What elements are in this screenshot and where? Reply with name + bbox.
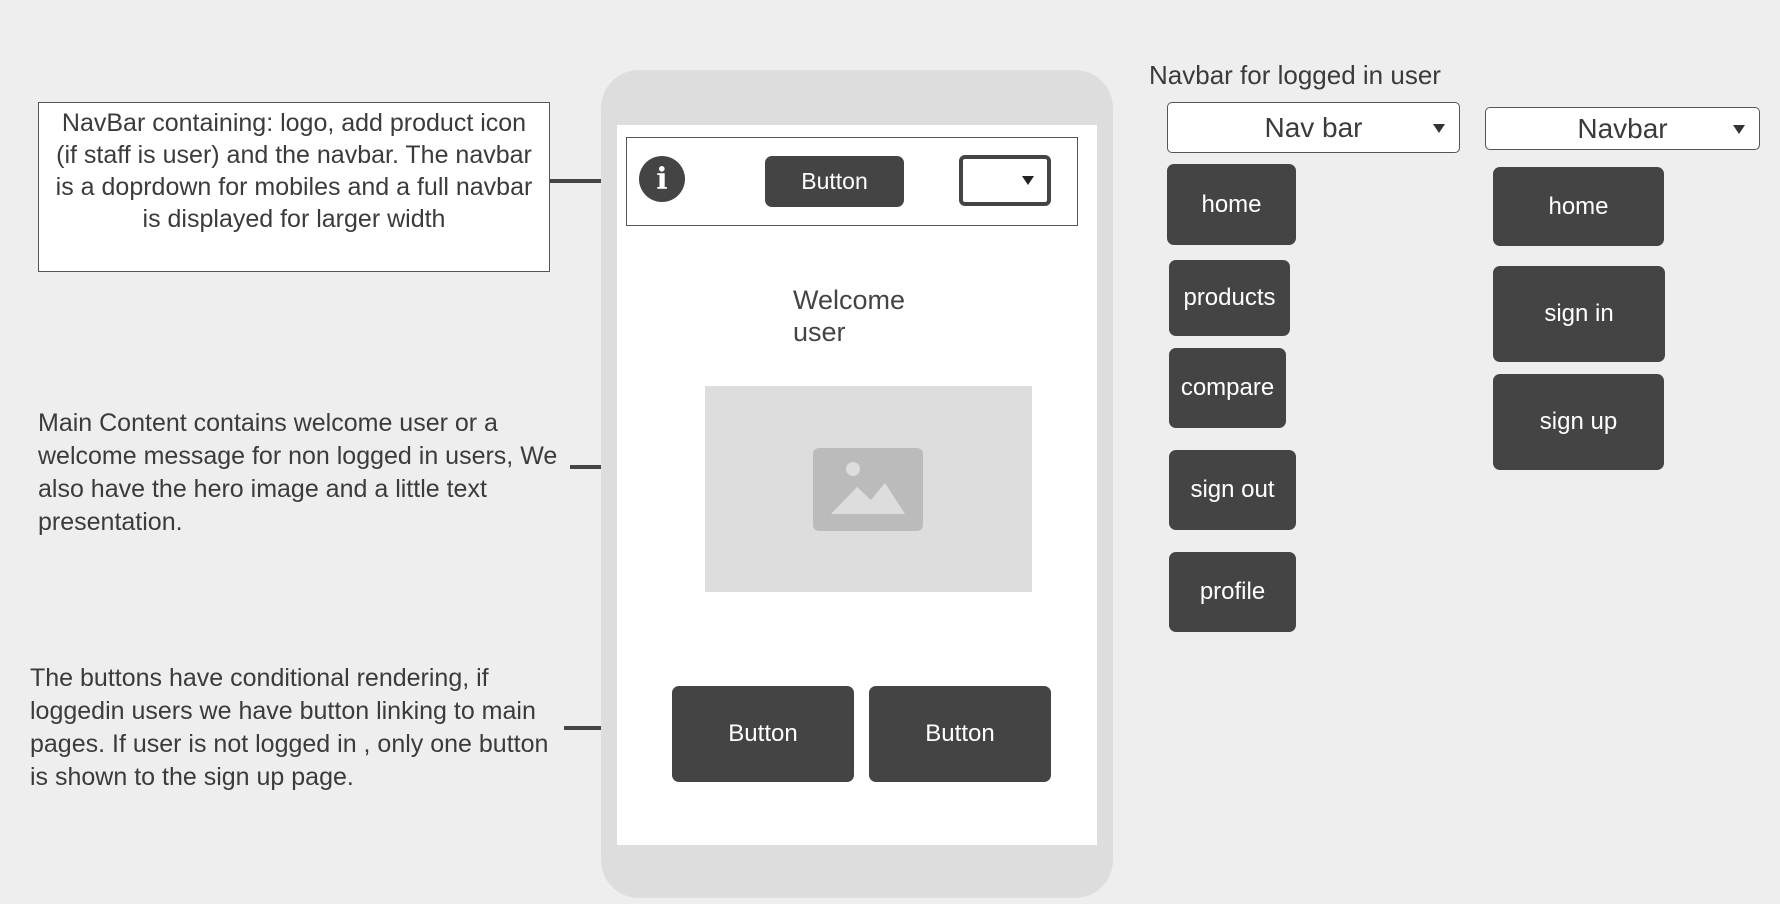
- chevron-down-icon: [1433, 123, 1445, 133]
- welcome-line-2: user: [793, 317, 846, 347]
- navbar-connector: [550, 179, 618, 183]
- welcome-line-1: Welcome: [793, 285, 906, 315]
- chevron-down-icon: [1022, 176, 1034, 185]
- welcome-text: Welcome user: [793, 284, 905, 348]
- navbar-button-label: Button: [801, 168, 868, 194]
- nav-item-label: sign up: [1539, 408, 1618, 435]
- panel-title: Navbar for logged in user: [1149, 60, 1441, 90]
- nav-item-label: home: [1548, 192, 1609, 220]
- nav-item-sign-out[interactable]: sign out: [1169, 450, 1296, 530]
- chevron-down-icon: [1733, 124, 1745, 134]
- buttons-connector: [564, 726, 633, 730]
- nav-item-sign-in[interactable]: sign in: [1493, 266, 1665, 362]
- hero-image: [705, 386, 1032, 592]
- navbar-annotation-text: NavBar containing: logo, add product ico…: [55, 109, 533, 233]
- logged-in-nav-select[interactable]: Nav bar: [1167, 102, 1460, 153]
- nav-item-label: home: [1201, 190, 1262, 218]
- secondary-action-button[interactable]: Button: [869, 686, 1051, 782]
- info-icon[interactable]: i: [639, 156, 685, 202]
- nav-item-label: profile: [1199, 578, 1266, 605]
- buttons-annotation: The buttons have conditional rendering, …: [30, 662, 550, 794]
- buttons-annotation-text: The buttons have conditional rendering, …: [30, 664, 549, 791]
- secondary-action-label: Button: [925, 720, 995, 747]
- logged-out-nav-select-label: Navbar: [1577, 112, 1668, 144]
- content-annotation: Main Content contains welcome user or a …: [38, 407, 568, 539]
- nav-item-home-guest[interactable]: home: [1493, 167, 1664, 246]
- nav-item-profile[interactable]: profile: [1169, 552, 1296, 632]
- nav-item-label: sign in: [1544, 300, 1614, 327]
- navbar-annotation: NavBar containing: logo, add product ico…: [38, 102, 550, 272]
- logged-out-nav-select[interactable]: Navbar: [1485, 107, 1760, 150]
- navbar-button[interactable]: Button: [765, 156, 904, 207]
- logged-in-nav-select-label: Nav bar: [1264, 111, 1363, 143]
- nav-item-sign-up[interactable]: sign up: [1493, 374, 1664, 470]
- nav-item-products[interactable]: products: [1169, 260, 1290, 336]
- nav-item-label: sign out: [1190, 476, 1275, 503]
- image-icon: [813, 448, 923, 531]
- navbar-dropdown[interactable]: [959, 155, 1051, 206]
- content-annotation-text: Main Content contains welcome user or a …: [38, 409, 558, 536]
- nav-item-label: products: [1183, 284, 1276, 311]
- primary-action-label: Button: [728, 720, 798, 747]
- nav-item-compare[interactable]: compare: [1169, 348, 1286, 428]
- nav-item-home[interactable]: home: [1167, 164, 1296, 245]
- nav-item-label: compare: [1180, 374, 1275, 401]
- primary-action-button[interactable]: Button: [672, 686, 854, 782]
